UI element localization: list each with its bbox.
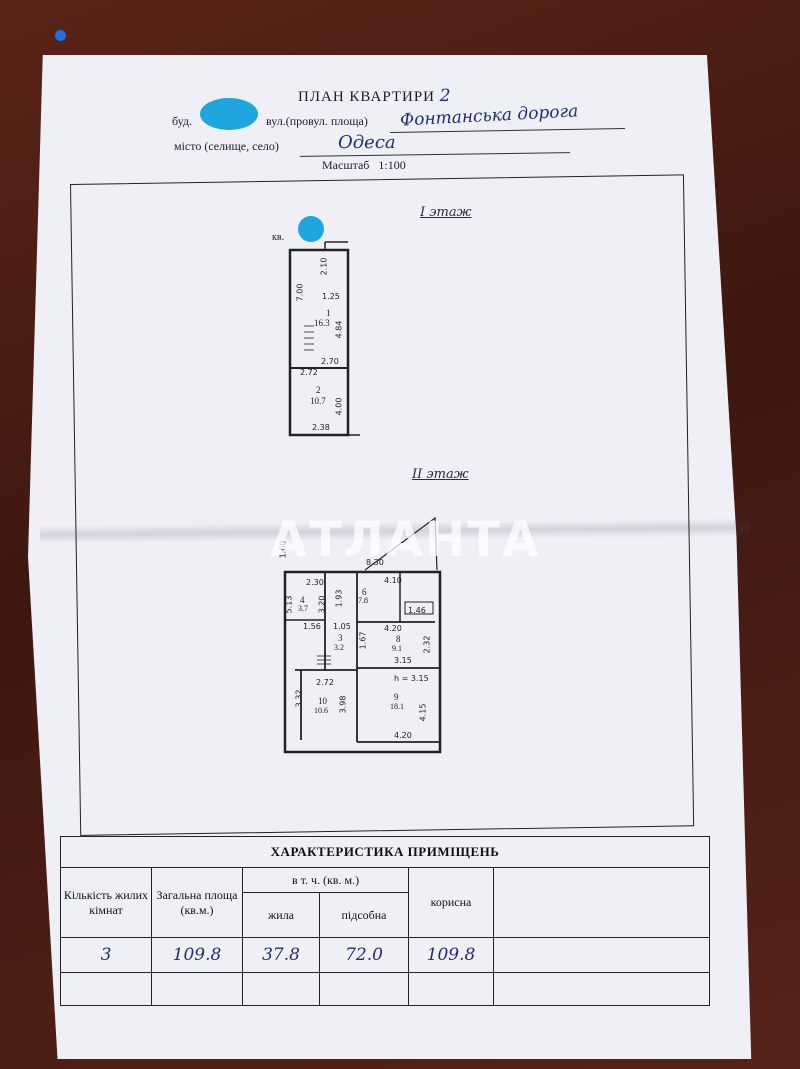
characteristics-heading: ХАРАКТЕРИСТИКА ПРИМІЩЕНЬ	[60, 836, 710, 868]
room-9-area: 18.1	[390, 702, 404, 711]
dim-f2-3: 4.10	[384, 576, 402, 585]
empty-cell-4	[319, 972, 409, 1006]
scale-value: 1:100	[378, 158, 406, 172]
empty-cell-2	[151, 972, 243, 1006]
dim-f2-17: 4.15	[418, 703, 428, 722]
city-label: місто (селище, село)	[174, 139, 279, 153]
empty-cell-3	[242, 972, 320, 1006]
floor-1-plan	[288, 241, 360, 437]
room-9-number: 9	[394, 692, 399, 702]
value-living-area: 37.8	[242, 937, 320, 973]
col-living-rooms-count: Кількість жилих кімнат	[60, 867, 152, 938]
room-10-number: 10	[318, 696, 327, 706]
room-2-number: 2	[316, 385, 321, 395]
dim-f2-10: 4.20	[384, 624, 402, 633]
floor-1-label: I этаж	[420, 205, 472, 220]
empty-cell-6	[493, 972, 710, 1006]
room-8-number: 8	[396, 634, 401, 644]
building-label: буд.	[172, 114, 192, 128]
value-living-rooms-count: 3	[60, 937, 152, 973]
dim-f2-12: 3.15	[394, 656, 412, 665]
room-8-area: 9.1	[392, 644, 402, 653]
dim-f2-13: 2.72	[316, 678, 334, 687]
value-useful-area: 109.8	[408, 937, 494, 973]
dim-f2-5: 3.20	[317, 595, 327, 614]
value-auxiliary-area: 72.0	[319, 937, 409, 973]
city-value: Одеса	[338, 132, 396, 153]
floor-2-label: II этаж	[412, 467, 469, 482]
room-4-number: 4	[300, 595, 305, 605]
dim-f2-19: 1.46	[408, 606, 426, 615]
dim-f2-1: 8.30	[366, 558, 384, 567]
dim-f1-4: 2.70	[321, 357, 339, 366]
dim-f2-2: 2.30	[306, 578, 324, 587]
dim-f1-0: 2.10	[319, 257, 329, 276]
col-including: в т. ч. (кв. м.)	[242, 867, 409, 893]
room-10-area: 10.6	[314, 706, 328, 715]
dim-f1-3: 4.84	[334, 320, 344, 339]
dim-f2-15: 3.32	[294, 689, 304, 708]
dim-f1-1: 7.00	[295, 283, 305, 302]
room-2-area: 10.7	[310, 396, 326, 406]
characteristics-table: ХАРАКТЕРИСТИКА ПРИМІЩЕНЬ Кількість жилих…	[60, 836, 710, 1006]
dim-f1-6: 4.00	[334, 397, 344, 416]
dim-f2-8: 1.05	[333, 622, 351, 631]
document-title: ПЛАН КВАРТИРИ 2	[298, 86, 452, 106]
col-empty	[493, 867, 710, 938]
redaction-blob-apartment	[298, 216, 324, 242]
camera-indicator-dot	[55, 30, 66, 41]
dim-f2-18: 4.20	[394, 731, 412, 740]
dim-f2-7: 1.56	[303, 622, 321, 631]
empty-cell-5	[408, 972, 494, 1006]
dim-f2-9: 1.67	[358, 631, 368, 650]
room-3-area: 3.2	[334, 643, 344, 652]
apartment-label: кв.	[272, 232, 285, 243]
col-living-area: жила	[242, 892, 320, 938]
value-total-area: 109.8	[151, 937, 243, 973]
room-6-number: 6	[362, 587, 367, 597]
floor-2-plan	[283, 516, 442, 754]
value-empty	[493, 937, 710, 973]
dim-f1-5: 2.72	[300, 368, 318, 377]
room-1-area: 16.3	[314, 318, 330, 328]
title-number: 2	[439, 86, 452, 106]
room-4-area: 3.7	[298, 604, 308, 613]
dim-f2-4: 5.13	[284, 595, 294, 614]
room-6-area: 7.8	[358, 596, 368, 605]
room-1-number: 1	[326, 308, 331, 318]
dim-f2-6: 1.93	[334, 589, 344, 608]
col-auxiliary-area: підсобна	[319, 892, 409, 938]
dim-f1-7: 2.38	[312, 423, 330, 432]
col-useful-area: корисна	[408, 867, 494, 938]
street-label: вул.(провул. площа)	[266, 114, 368, 128]
redaction-blob-building	[200, 98, 258, 130]
agency-watermark: АТЛАНТА	[270, 512, 541, 568]
scale-label: Масштаб	[322, 158, 370, 172]
empty-cell-1	[60, 972, 152, 1006]
dim-f1-2: 1.25	[322, 292, 340, 301]
dim-f2-14: h = 3.15	[394, 674, 429, 683]
scale-row: Масштаб 1:100	[322, 158, 406, 173]
room-3-number: 3	[338, 633, 343, 643]
col-total-area: Загальна площа (кв.м.)	[151, 867, 243, 938]
dim-f2-16: 3.98	[338, 695, 348, 714]
dim-f2-11: 2.32	[422, 635, 432, 654]
